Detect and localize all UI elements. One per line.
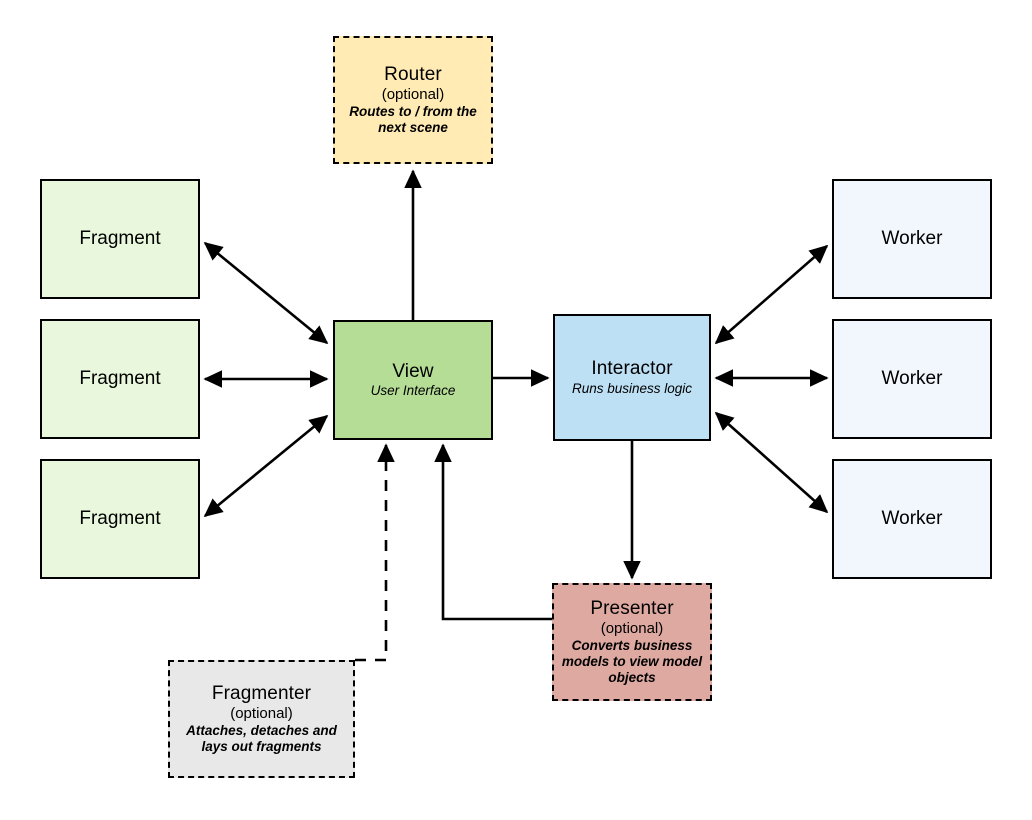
- node-interactor-description: Runs business logic: [571, 380, 693, 396]
- node-presenter-description: Converts business models to view model o…: [561, 637, 703, 686]
- node-interactor-title: Interactor: [591, 358, 673, 380]
- node-fragment-1[interactable]: Fragment: [40, 179, 200, 299]
- node-presenter-title: Presenter: [590, 597, 674, 619]
- node-presenter[interactable]: Presenter (optional) Converts business m…: [552, 583, 712, 701]
- node-worker-2[interactable]: Worker: [832, 319, 992, 439]
- node-router[interactable]: Router (optional) Routes to / from the n…: [333, 36, 493, 164]
- connector-interactor-worker1: [714, 244, 829, 345]
- node-worker-1-title: Worker: [881, 227, 943, 249]
- node-fragment-3[interactable]: Fragment: [40, 459, 200, 579]
- node-view[interactable]: View User Interface: [333, 320, 493, 440]
- node-presenter-subtitle: (optional): [600, 620, 664, 638]
- node-fragmenter-title: Fragmenter: [211, 682, 312, 704]
- node-view-title: View: [392, 360, 434, 382]
- node-fragment-2-title: Fragment: [79, 367, 161, 389]
- connector-presenter-to-view: [434, 443, 552, 621]
- node-fragment-2[interactable]: Fragment: [40, 319, 200, 439]
- node-router-description: Routes to / from the next scene: [349, 103, 477, 136]
- connector-fragmenter-to-view: [355, 443, 395, 662]
- node-worker-3[interactable]: Worker: [832, 459, 992, 579]
- connector-interactor-worker3: [714, 411, 829, 514]
- node-fragment-1-title: Fragment: [79, 227, 161, 249]
- node-router-title: Router: [384, 63, 442, 85]
- node-router-subtitle: (optional): [381, 86, 445, 104]
- node-fragment-3-title: Fragment: [79, 507, 161, 529]
- connector-fragment1-view: [203, 241, 329, 345]
- node-interactor[interactable]: Interactor Runs business logic: [553, 314, 711, 441]
- node-fragmenter-subtitle: (optional): [230, 705, 293, 723]
- connector-fragment3-view: [203, 414, 329, 518]
- node-view-description: User Interface: [370, 383, 456, 399]
- node-worker-1[interactable]: Worker: [832, 179, 992, 299]
- node-worker-2-title: Worker: [881, 367, 943, 389]
- node-worker-3-title: Worker: [881, 507, 943, 529]
- node-fragmenter[interactable]: Fragmenter (optional) Attaches, detaches…: [168, 660, 355, 778]
- node-fragmenter-description: Attaches, detaches and lays out fragment…: [186, 722, 337, 755]
